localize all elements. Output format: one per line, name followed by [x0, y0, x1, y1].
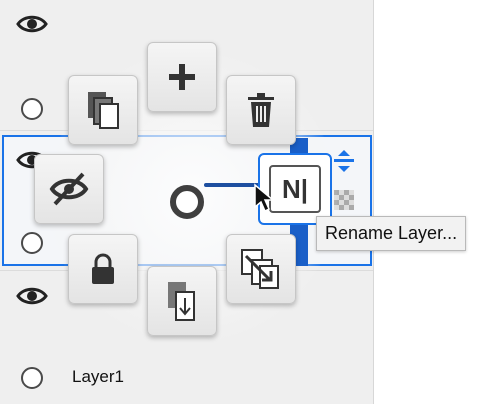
mouse-cursor-icon: [254, 183, 275, 213]
eye-slash-icon: [49, 172, 89, 206]
merge-down-button[interactable]: [147, 266, 217, 336]
radial-pointer-line: [204, 183, 260, 187]
layer-select-radio[interactable]: [21, 367, 43, 389]
transparency-icon: [334, 190, 354, 210]
layer-name[interactable]: Layer1: [72, 367, 124, 386]
delete-layer-button[interactable]: [226, 75, 296, 145]
tooltip: Rename Layer...: [316, 216, 467, 251]
trash-icon: [248, 93, 274, 127]
merge-down-icon: [168, 282, 195, 321]
copy-icon: [88, 92, 119, 129]
layer-select-radio[interactable]: [21, 98, 43, 120]
eye-icon[interactable]: [16, 12, 48, 36]
rename-icon: N|: [269, 165, 321, 213]
add-layer-button[interactable]: [147, 42, 217, 112]
blend-arrows-icon[interactable]: [332, 150, 356, 172]
layer-select-radio[interactable]: [21, 232, 43, 254]
lock-layer-button[interactable]: [68, 234, 138, 304]
radial-menu-center: [170, 185, 204, 219]
hide-layer-button[interactable]: [34, 154, 104, 224]
plus-icon: [169, 64, 195, 90]
lock-icon: [92, 253, 114, 284]
move-layer-button[interactable]: [226, 234, 296, 304]
eye-icon[interactable]: [16, 284, 48, 308]
move-into-icon: [241, 249, 279, 289]
duplicate-layer-button[interactable]: [68, 75, 138, 145]
